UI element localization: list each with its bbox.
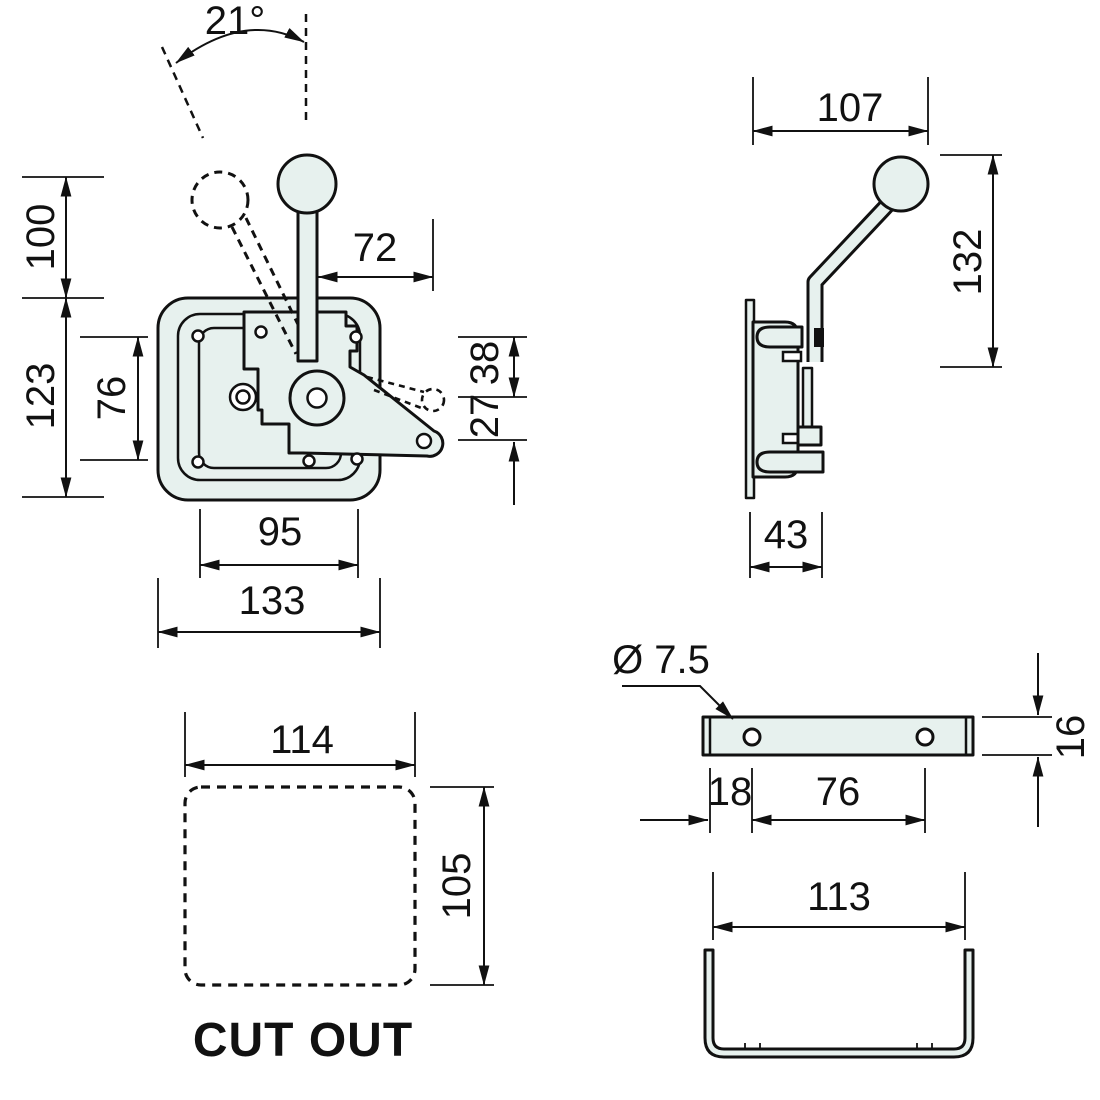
- dim-133-label: 133: [239, 579, 306, 623]
- strike-plate-view: Ø 7.5 16 18 76: [612, 638, 1093, 833]
- cutout-view: 114 105 CUT OUT: [183, 712, 494, 1067]
- pivot-hole: [306, 387, 328, 409]
- dim-27-label: 27: [463, 394, 507, 439]
- side-view: 107 132 43: [744, 77, 1002, 578]
- pivot-pin-side: [814, 328, 824, 347]
- dim-43-label: 43: [764, 513, 809, 557]
- dim-132-label: 132: [946, 229, 990, 296]
- dim-16-label: 16: [1049, 715, 1093, 760]
- pawl-arm-hole: [415, 432, 433, 450]
- screw-hole: [254, 325, 268, 339]
- dim-100-label: 100: [19, 204, 63, 271]
- strike-hole: [915, 727, 935, 747]
- dim-38-label: 38: [463, 341, 507, 386]
- screw-hole: [191, 455, 205, 469]
- dim-107-label: 107: [817, 86, 884, 130]
- u-channel-outline: [703, 948, 975, 1059]
- screw-hole: [349, 330, 363, 344]
- cutout-dashed-outline: [183, 785, 417, 987]
- dim-dia-label: Ø 7.5: [612, 638, 710, 682]
- screw-hole: [191, 329, 205, 343]
- front-view: 21° 72: [19, 0, 527, 648]
- channel-view: 113: [703, 872, 975, 1059]
- dim-123-label: 123: [19, 363, 63, 430]
- pawl-dashed-line: [373, 388, 425, 411]
- bushing-hole: [235, 389, 251, 405]
- lever-stem-side-outline: [806, 193, 900, 362]
- knob-dashed-open: [190, 170, 250, 230]
- screw-hole: [302, 454, 316, 468]
- dim-113-label: 113: [807, 875, 871, 919]
- pawl-dashed-line: [366, 375, 425, 394]
- dim-105-label: 105: [435, 853, 479, 920]
- lever-knob-side: [872, 155, 930, 213]
- channel-notches: [744, 1043, 933, 1049]
- spring-clip-bottom: [755, 450, 825, 474]
- lever-stem: [296, 198, 319, 363]
- stem-dashed-right: [244, 217, 312, 350]
- mechanism-plate: [242, 310, 445, 458]
- lever-knob: [276, 153, 338, 215]
- stem-dashed-left: [230, 226, 298, 355]
- spring-clip-top: [755, 325, 804, 349]
- pawl-dashed-tip: [420, 387, 446, 413]
- screw-hole: [350, 452, 364, 466]
- dim-95-label: 95: [258, 510, 303, 554]
- angle-reference-dashed-line: [160, 46, 205, 139]
- dim-72-label: 72: [353, 226, 398, 270]
- dim-76-label: 76: [90, 376, 134, 421]
- pawl-edge: [801, 366, 814, 430]
- dim-18-label: 18: [708, 770, 753, 814]
- dim-114-label: 114: [270, 718, 334, 762]
- dia-leader-line: [622, 685, 734, 720]
- angle-arc: [175, 27, 305, 64]
- dim-angle-label: 21°: [205, 0, 266, 43]
- dim-76-spacing-label: 76: [816, 770, 861, 814]
- cutout-view-label: CUT OUT: [193, 1014, 413, 1067]
- catch-block: [796, 425, 823, 447]
- strike-hole: [742, 727, 762, 747]
- tab-slot: [781, 350, 803, 363]
